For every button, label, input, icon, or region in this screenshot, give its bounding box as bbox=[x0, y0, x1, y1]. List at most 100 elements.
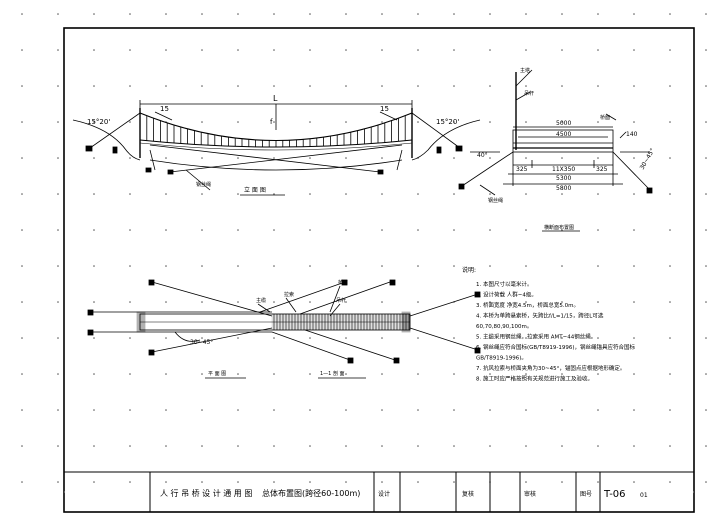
section-dim-4500: 4500 bbox=[556, 131, 571, 138]
grid-dot bbox=[381, 193, 383, 195]
grid-dot bbox=[93, 481, 95, 483]
grid-dot bbox=[489, 265, 491, 267]
grid-dot bbox=[705, 481, 707, 483]
grid-dot bbox=[165, 265, 167, 267]
titleblock-drawing-no: T-06 bbox=[603, 489, 626, 500]
notes-block: 说明: 1. 本图尺寸以毫米计。2. 设计荷载 人群~4级。3. 桥面宽度 净宽… bbox=[462, 266, 636, 383]
grid-dot bbox=[165, 85, 167, 87]
grid-dot bbox=[165, 481, 167, 483]
grid-dot bbox=[633, 445, 635, 447]
grid-dot bbox=[633, 481, 635, 483]
grid-dot bbox=[165, 445, 167, 447]
grid-dot bbox=[129, 121, 131, 123]
grid-dot bbox=[21, 13, 23, 15]
grid-dot bbox=[417, 373, 419, 375]
grid-dot bbox=[201, 301, 203, 303]
grid-dot bbox=[453, 193, 455, 195]
grid-dot bbox=[129, 193, 131, 195]
elevation-angle-right: 15°20' bbox=[436, 118, 459, 126]
grid-dot bbox=[417, 265, 419, 267]
grid-dot bbox=[201, 85, 203, 87]
grid-dot bbox=[597, 409, 599, 411]
grid-dot bbox=[57, 445, 59, 447]
grid-dot bbox=[309, 13, 311, 15]
grid-dot bbox=[129, 13, 131, 15]
grid-dot bbox=[345, 337, 347, 339]
grid-dot bbox=[21, 193, 23, 195]
grid-dot bbox=[165, 373, 167, 375]
grid-dot bbox=[561, 265, 563, 267]
notes-line: 4. 本桥为单跨悬索桥，矢跨比f/L=1/15，跨径L可选 bbox=[476, 312, 604, 320]
grid-dot bbox=[201, 157, 203, 159]
grid-dot bbox=[669, 301, 671, 303]
grid-dot bbox=[57, 481, 59, 483]
grid-dot bbox=[489, 157, 491, 159]
grid-dot bbox=[57, 49, 59, 51]
grid-dot bbox=[489, 49, 491, 51]
grid-dot bbox=[57, 13, 59, 15]
grid-dot bbox=[93, 13, 95, 15]
grid-dot bbox=[129, 409, 131, 411]
grid-dot bbox=[309, 409, 311, 411]
elevation-sag-label: f bbox=[270, 118, 273, 126]
grid-dot bbox=[309, 229, 311, 231]
section-hanger-label: 吊杆 bbox=[524, 90, 534, 97]
grid-dot bbox=[129, 85, 131, 87]
notes-heading: 说明: bbox=[462, 266, 476, 274]
titleblock-design-label: 设计 bbox=[378, 490, 390, 498]
grid-dot bbox=[705, 229, 707, 231]
grid-dot bbox=[201, 445, 203, 447]
grid-dot bbox=[453, 157, 455, 159]
grid-dot bbox=[489, 229, 491, 231]
grid-dot bbox=[57, 409, 59, 411]
grid-dot bbox=[597, 193, 599, 195]
grid-dot bbox=[489, 13, 491, 15]
grid-dot bbox=[525, 229, 527, 231]
grid-dot bbox=[93, 409, 95, 411]
grid-dot bbox=[345, 85, 347, 87]
notes-line: 6. 钢丝绳应符合国标(GB/T8919-1996)，钢丝绳锚具应符合国标 bbox=[476, 343, 636, 351]
grid-dot bbox=[561, 85, 563, 87]
grid-dot bbox=[93, 373, 95, 375]
grid-dot bbox=[381, 121, 383, 123]
grid-dot bbox=[57, 337, 59, 339]
grid-dot bbox=[561, 121, 563, 123]
grid-dot bbox=[705, 49, 707, 51]
grid-dot bbox=[561, 373, 563, 375]
grid-dot bbox=[57, 85, 59, 87]
grid-dot bbox=[381, 229, 383, 231]
notes-line: 7. 抗风拉索与桥面夹角为30~45°，锚固点应根据地形确定。 bbox=[476, 364, 625, 372]
grid-dot bbox=[309, 49, 311, 51]
notes-line: 5. 主缆采用钢丝绳，拉索采用 AMT~44钢丝绳。 bbox=[476, 333, 596, 341]
grid-dot bbox=[561, 409, 563, 411]
grid-dot bbox=[489, 121, 491, 123]
grid-dot bbox=[453, 121, 455, 123]
grid-dot bbox=[525, 337, 527, 339]
grid-dot bbox=[453, 229, 455, 231]
grid-dot bbox=[453, 337, 455, 339]
grid-dot bbox=[417, 409, 419, 411]
grid-dot bbox=[201, 49, 203, 51]
grid-dot bbox=[705, 85, 707, 87]
grid-dot bbox=[633, 121, 635, 123]
grid-dot bbox=[21, 121, 23, 123]
cross-section-view bbox=[458, 69, 653, 196]
grid-dot bbox=[309, 121, 311, 123]
grid-dot bbox=[669, 265, 671, 267]
grid-dot bbox=[93, 445, 95, 447]
section-dim-5800: 5800 bbox=[556, 185, 571, 192]
plan-label-hanger: 吊杆 bbox=[336, 297, 346, 304]
grid-dot bbox=[237, 301, 239, 303]
grid-dot bbox=[165, 157, 167, 159]
grid-dot bbox=[57, 157, 59, 159]
grid-dot bbox=[237, 121, 239, 123]
grid-dot bbox=[93, 85, 95, 87]
grid-dot bbox=[705, 193, 707, 195]
grid-dot bbox=[453, 85, 455, 87]
notes-line: 60,70,80,90,100m。 bbox=[476, 324, 532, 330]
grid-dot bbox=[345, 49, 347, 51]
grid-dot bbox=[381, 157, 383, 159]
grid-dot bbox=[597, 301, 599, 303]
grid-dot bbox=[165, 409, 167, 411]
grid-dot bbox=[345, 157, 347, 159]
